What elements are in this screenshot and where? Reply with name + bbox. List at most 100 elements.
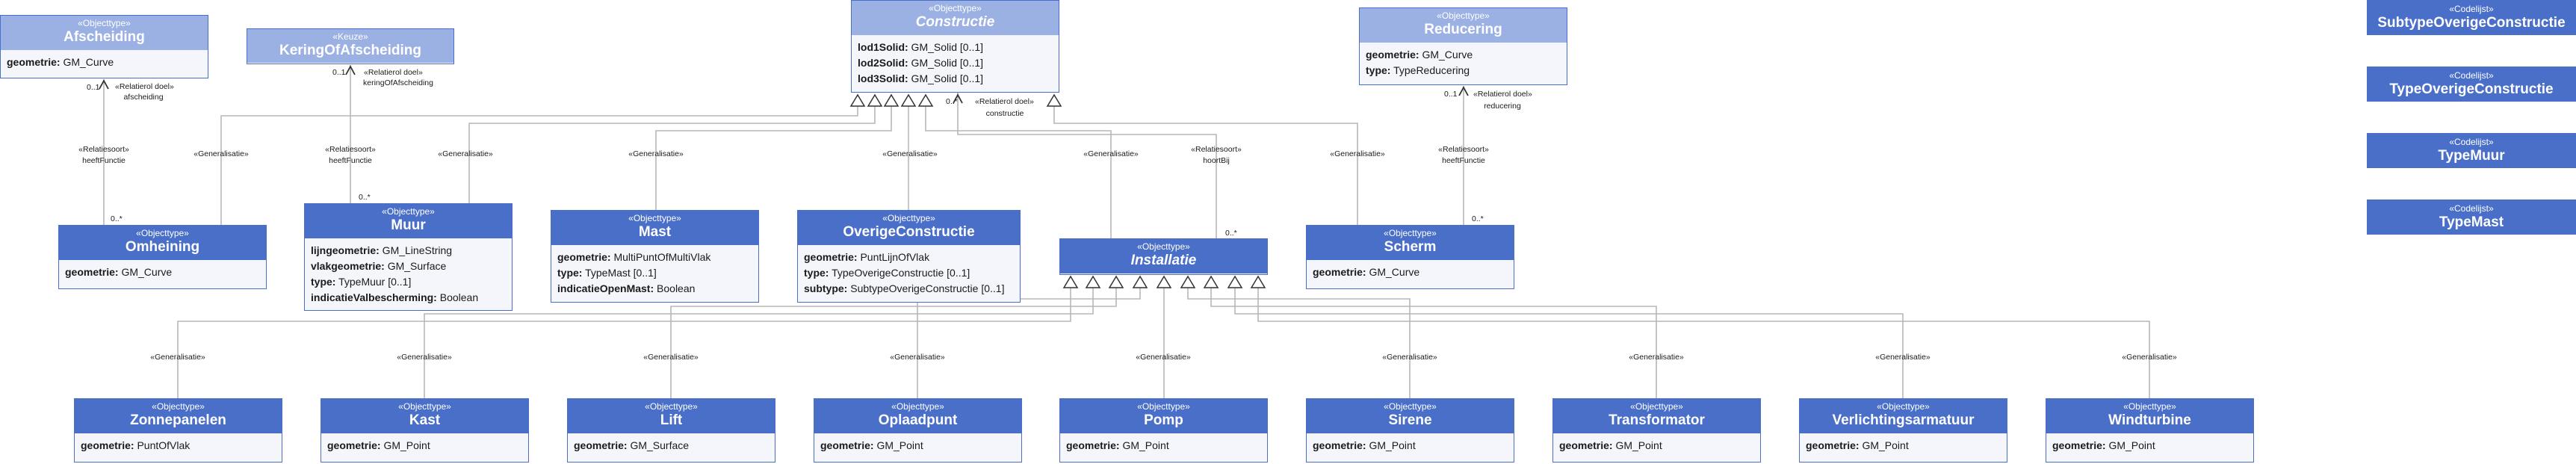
role-stereotype-label: «Relatierol doel» [364,68,423,77]
attribute: geometrie: PuntOfVlak [81,439,191,451]
class-attributes: geometrie: GM_Point [1060,433,1267,458]
class-lift[interactable]: «Objecttype» Lift geometrie: GM_Surface [567,398,775,463]
class-sirene[interactable]: «Objecttype» Sirene geometrie: GM_Point [1306,398,1514,463]
class-reducering[interactable]: «Objecttype» Reducering geometrie: GM_Cu… [1359,7,1567,85]
multiplicity-label: 0..1 [332,68,346,77]
class-stereotype: «Codelijst» [2449,4,2494,14]
generalization-arrow-icon [1108,275,1124,288]
class-name: Muur [391,217,426,233]
class-scherm[interactable]: «Objecttype» Scherm geometrie: GM_Curve [1306,225,1514,289]
class-constructie[interactable]: «Objecttype» Constructie lod1Solid: GM_S… [851,0,1059,93]
generalization-line [177,288,1071,398]
class-verlichtingsarmatuur[interactable]: «Objecttype» Verlichtingsarmatuur geomet… [1799,398,2007,463]
class-stereotype: «Objecttype» [1137,241,1190,252]
association-stereotype-label: «Relatiesoort» [1191,145,1242,154]
attribute: geometrie: GM_Curve [65,266,173,278]
class-afscheiding[interactable]: «Objecttype» Afscheiding geometrie: GM_C… [0,15,208,78]
class-name: Oplaadpunt [878,412,958,428]
class-name: Omheining [125,239,200,255]
class-stereotype: «Objecttype» [1437,10,1490,21]
codelist-typemuur[interactable]: «Codelijst» TypeMuur [2367,133,2576,168]
class-keringofafscheiding[interactable]: «Keuze» KeringOfAfscheiding [247,28,454,64]
class-stereotype: «Codelijst» [2449,70,2494,81]
generalization-label: «Generalisatie» [438,149,493,158]
role-stereotype-label: «Relatierol doel» [115,82,174,91]
class-stereotype: «Objecttype» [1137,401,1190,412]
class-name: Installatie [1130,253,1197,268]
attribute: subtype: SubtypeOverigeConstructie [0..1… [804,282,1005,294]
class-name: SubtypeOverigeConstructie [2377,15,2566,31]
generalization-line [655,106,892,210]
class-attributes: geometrie: GM_Curve [1307,260,1514,285]
attribute: geometrie: MultiPuntOfMultiVlak [557,251,711,263]
class-muur[interactable]: «Objecttype» Muur lijngeometrie: GM_Line… [304,203,513,311]
class-stereotype: «Objecttype» [645,401,698,412]
generalization-label: «Generalisatie» [397,353,452,362]
class-overigeconstructie[interactable]: «Objecttype» OverigeConstructie geometri… [797,210,1021,303]
generalization-line [1234,288,1904,398]
class-stereotype: «Objecttype» [2123,401,2176,412]
attribute: geometrie: GM_Point [327,439,430,451]
generalization-arrow-icon [849,93,866,107]
class-kast[interactable]: «Objecttype» Kast geometrie: GM_Point [321,398,529,463]
generalization-line [1257,288,2150,398]
class-windturbine[interactable]: «Objecttype» Windturbine geometrie: GM_P… [2046,398,2254,463]
class-stereotype: «Codelijst» [2449,203,2494,214]
generalization-arrow-icon [1180,275,1196,288]
class-stereotype: «Objecttype» [382,206,435,217]
class-attributes: geometrie: PuntOfVlak [75,433,282,458]
generalization-arrow-icon [1132,275,1148,288]
class-name: KeringOfAfscheiding [279,43,421,58]
association-stereotype-label: «Relatiesoort» [1438,145,1489,154]
codelist-subtypeoverigeconstructie[interactable]: «Codelijst» SubtypeOverigeConstructie [2367,0,2576,35]
attribute: type: TypeMast [0..1] [557,267,657,279]
class-mast[interactable]: «Objecttype» Mast geometrie: MultiPuntOf… [551,210,759,303]
attribute: geometrie: GM_Surface [574,439,690,451]
association-name-label: heeftFunctie [1442,156,1485,165]
codelist-typeoverigeconstructie[interactable]: «Codelijst» TypeOverigeConstructie [2367,66,2576,102]
multiplicity-label: 0..* [111,214,123,223]
generalization-label: «Generalisatie» [1330,149,1385,158]
class-pomp[interactable]: «Objecttype» Pomp geometrie: GM_Point [1059,398,1268,463]
class-stereotype: «Objecttype» [628,213,681,223]
generalization-label: «Generalisatie» [1382,353,1437,362]
attribute: geometrie: GM_Point [820,439,923,451]
role-stereotype-label: «Relatierol doel» [975,97,1034,106]
association-stereotype-label: «Relatiesoort» [78,145,129,154]
class-stereotype: «Objecttype» [398,401,451,412]
class-stereotype: «Objecttype» [1877,401,1930,412]
generalization-line [925,106,1112,238]
generalization-line [468,106,876,203]
class-name: Scherm [1384,239,1437,255]
class-omheining[interactable]: «Objecttype» Omheining geometrie: GM_Cur… [58,225,267,289]
class-installatie[interactable]: «Objecttype» Installatie [1059,238,1268,275]
generalization-label: «Generalisatie» [1136,353,1191,362]
generalization-arrow-icon [1046,93,1062,107]
generalization-label: «Generalisatie» [1629,353,1684,362]
class-attributes: geometrie: GM_Point [2046,433,2253,458]
class-attributes: lod1Solid: GM_Solid [0..1] lod2Solid: GM… [852,35,1059,91]
class-name: Mast [638,224,672,240]
role-name-label: afscheiding [123,93,164,102]
role-name-label: keringOfAfscheiding [363,78,433,87]
class-zonnepanelen[interactable]: «Objecttype» Zonnepanelen geometrie: Pun… [74,398,282,463]
class-attributes: geometrie: GM_Curve type: TypeReducering [1360,43,1567,83]
generalization-arrow-icon [1085,275,1101,288]
generalization-label: «Generalisatie» [150,353,205,362]
role-stereotype-label: «Relatierol doel» [1473,90,1532,99]
class-name: Sirene [1388,412,1432,428]
generalization-label: «Generalisatie» [1083,149,1139,158]
attribute: geometrie: GM_Point [1806,439,1909,451]
class-oplaadpunt[interactable]: «Objecttype» Oplaadpunt geometrie: GM_Po… [814,398,1022,463]
association-arrow-icon [953,93,963,104]
class-transformator[interactable]: «Objecttype» Transformator geometrie: GM… [1552,398,1761,463]
class-stereotype: «Keuze» [332,31,368,42]
attribute: lod2Solid: GM_Solid [0..1] [858,57,984,69]
class-stereotype: «Codelijst» [2449,137,2494,147]
class-name: TypeOverigeConstructie [2389,81,2554,97]
codelist-typemast[interactable]: «Codelijst» TypeMast [2367,199,2576,235]
multiplicity-label: 0..1 [1444,90,1458,99]
attribute: type: TypeMuur [0..1] [311,276,412,288]
attribute: indicatieValbescherming: Boolean [311,291,479,303]
